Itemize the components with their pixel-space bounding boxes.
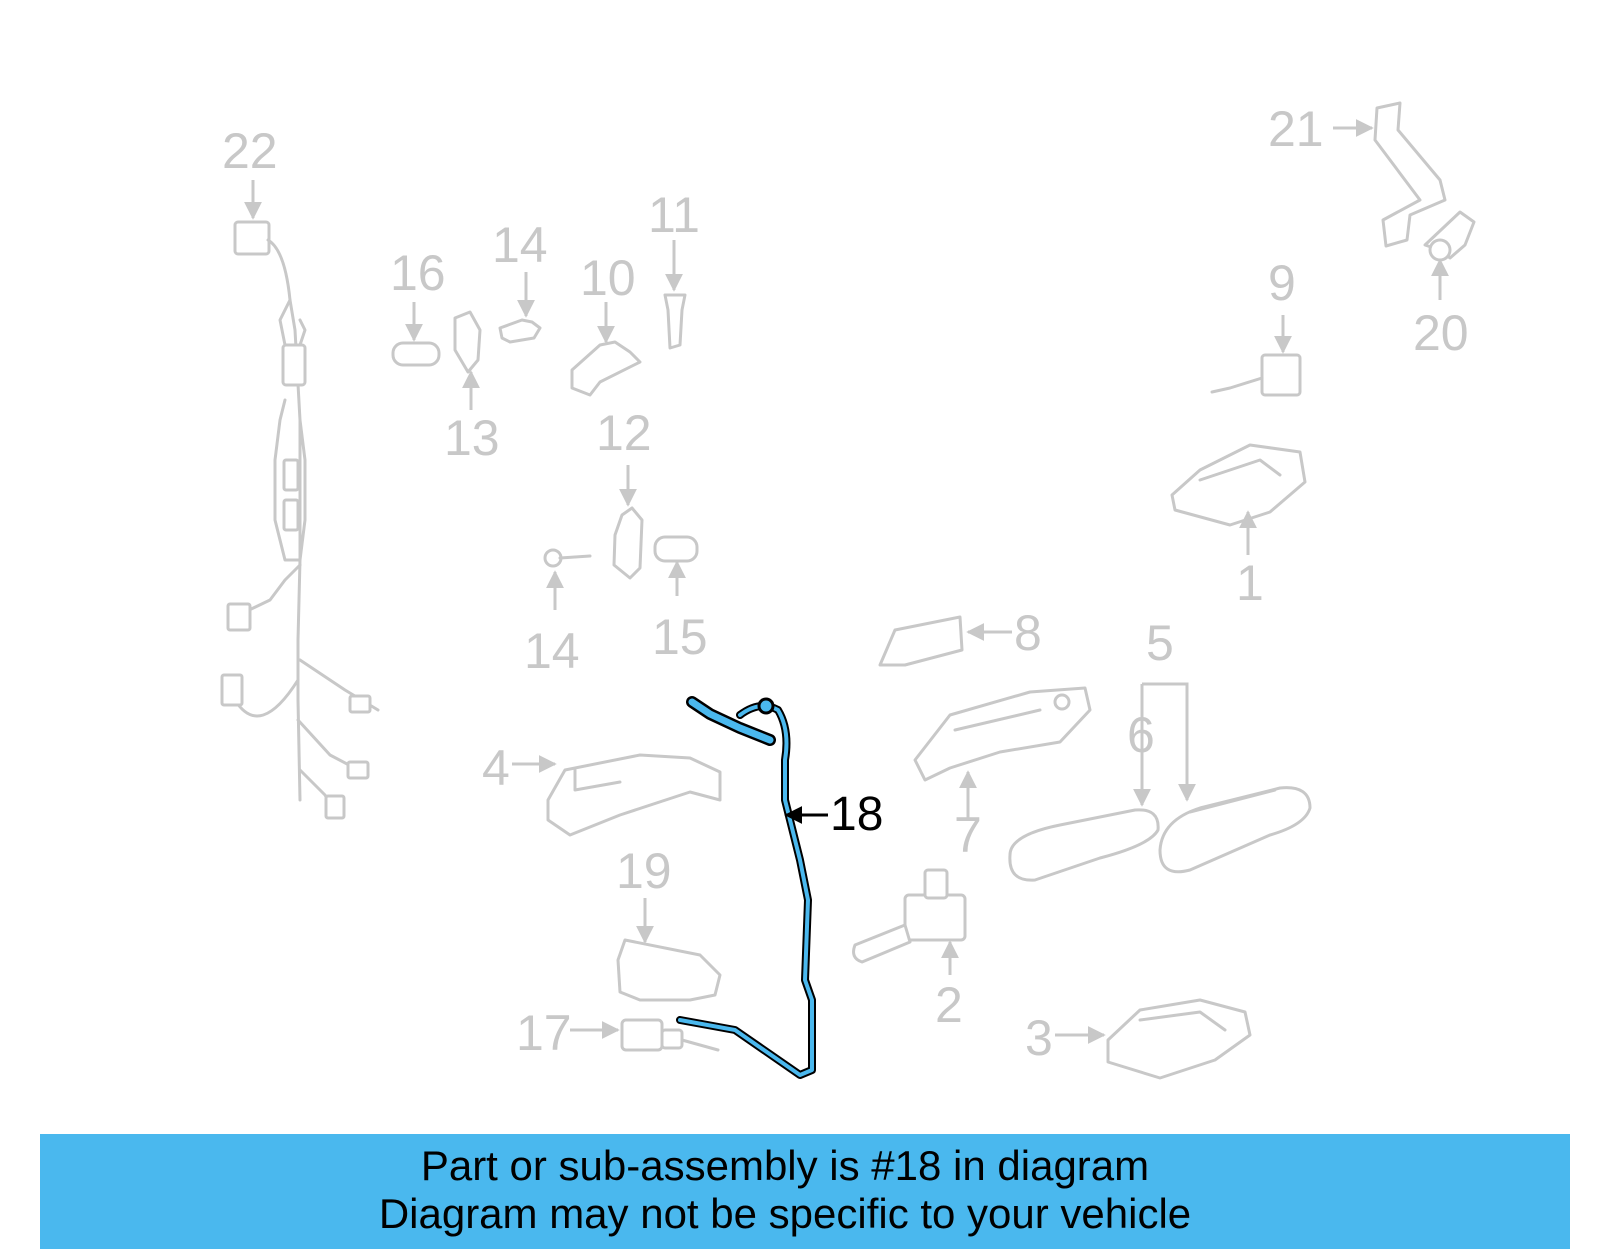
label-7: 7 [954,807,982,863]
label-22: 22 [222,123,278,179]
leader-arrows [244,119,1449,1044]
part-7-handle-carrier [913,686,1092,782]
label-14-top: 14 [492,217,548,273]
part-15-sleeve [653,535,699,563]
label-15: 15 [652,609,708,665]
label-11: 11 [648,187,700,243]
part-4-cover [546,753,722,837]
part-9-switch [1210,353,1302,397]
part-12-cap [612,506,644,580]
part-2-lock-actuator [852,868,967,964]
part-22-wiring-harness [220,220,380,820]
part-13-clip [453,310,482,374]
part-18-cable [676,696,816,1079]
part-17-actuator [620,1018,720,1052]
part-3-latch [1106,998,1252,1080]
part-number-labels: 22 16 13 14 10 11 12 14 15 21 20 9 1 8 5… [222,101,1469,1066]
part-19-cover [616,938,722,1002]
label-5: 5 [1146,615,1174,671]
part-6-handle [1008,808,1160,882]
banner-line-2: Diagram may not be specific to your vehi… [378,1190,1192,1237]
label-21: 21 [1268,101,1324,157]
label-17: 17 [516,1005,572,1061]
part-14-pin-lower [543,548,592,568]
label-12: 12 [596,405,652,461]
label-9: 9 [1268,255,1296,311]
part-14-bolt-top [498,318,542,344]
label-13: 13 [444,410,500,466]
banner-line-1: Part or sub-assembly is #18 in diagram [420,1142,1150,1189]
label-8: 8 [1014,605,1042,661]
part-16-pin [391,341,441,367]
label-19: 19 [616,843,672,899]
part-8-bracket [878,615,964,667]
label-18: 18 [830,788,883,841]
part-21-bracket [1373,101,1447,248]
part-1-handle-housing [1170,443,1307,527]
label-1: 1 [1236,555,1264,611]
part-20-mount [1423,210,1476,262]
label-6: 6 [1127,707,1155,763]
part-11-stud [663,293,687,350]
label-2: 2 [935,977,963,1033]
info-banner: Part or sub-assembly is #18 in diagram D… [40,1134,1570,1249]
part-10-bracket [570,340,642,397]
part-5-handle [1158,786,1312,874]
label-4: 4 [482,740,510,796]
label-16: 16 [390,245,446,301]
label-10: 10 [580,250,636,306]
label-20: 20 [1413,305,1469,361]
label-14-lower: 14 [524,623,580,679]
label-3: 3 [1025,1010,1053,1066]
